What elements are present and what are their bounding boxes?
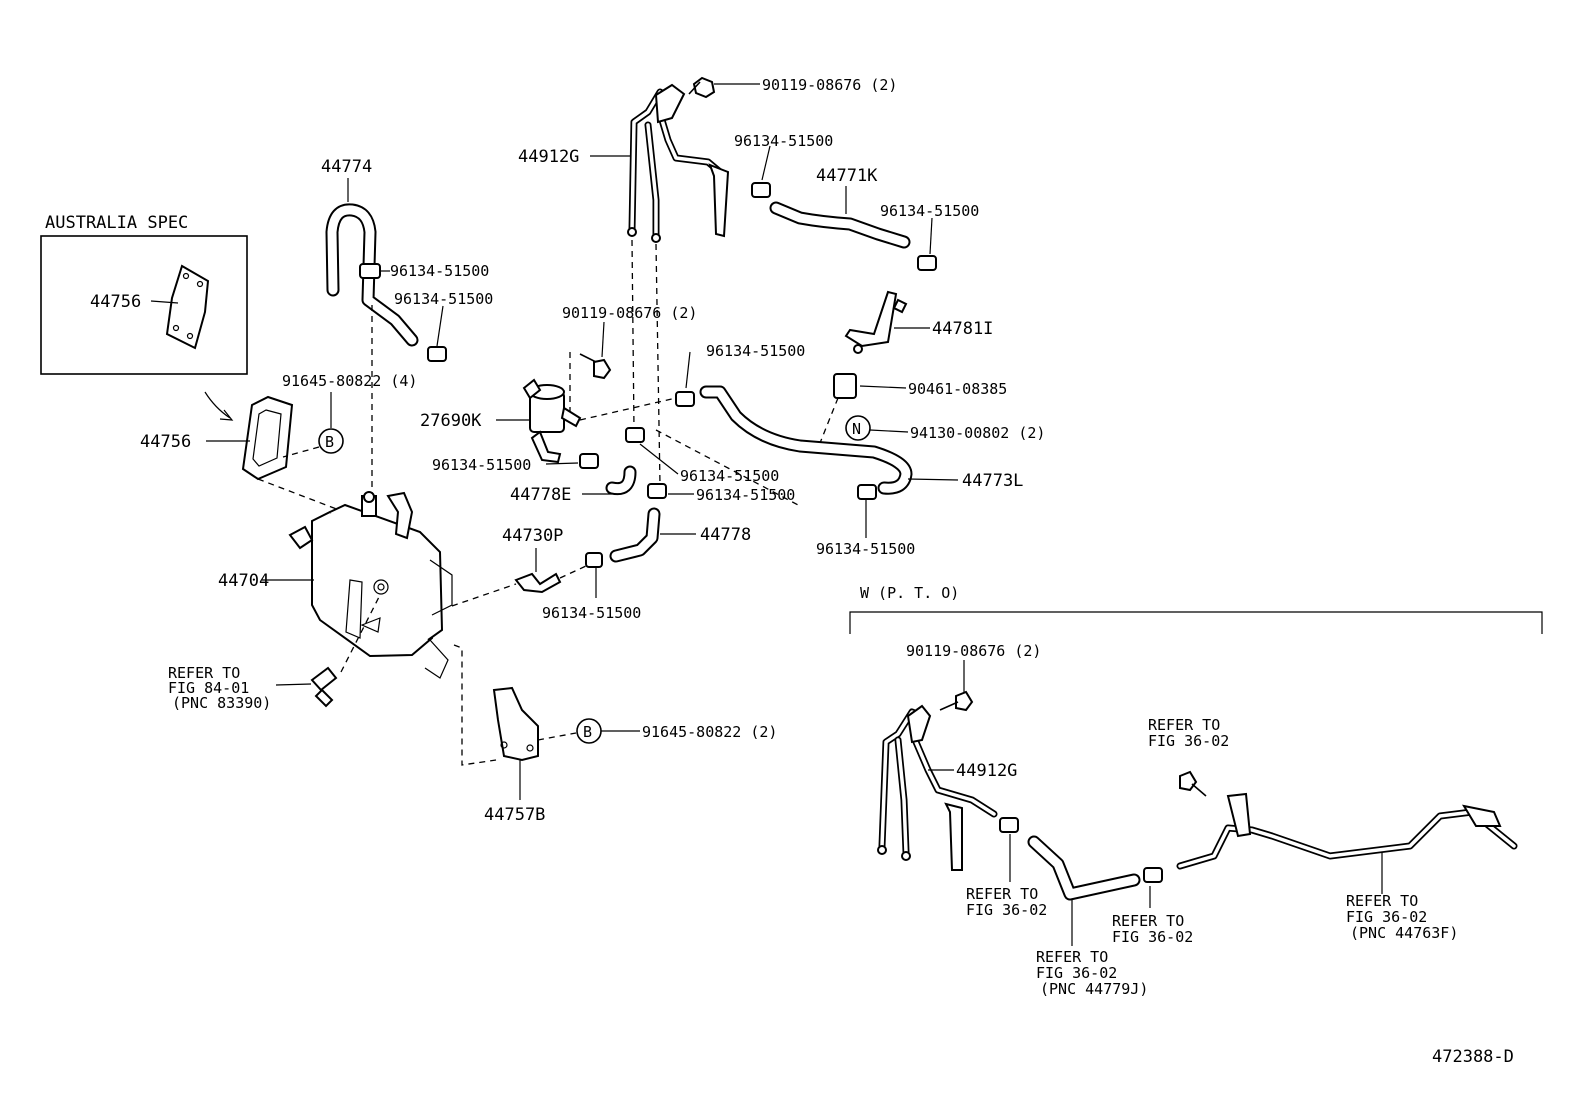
inset-title: AUSTRALIA SPEC [45, 213, 188, 233]
label-44774: 44774 [321, 157, 372, 177]
bolt-90119-top[interactable] [688, 76, 716, 99]
label-clamp-1: 96134-51500 [390, 262, 489, 280]
clamp-9[interactable] [647, 483, 667, 499]
reference-circle-n [845, 415, 871, 441]
bracket-44757b[interactable] [492, 686, 539, 762]
refer-r5-line1: REFER TO [1346, 892, 1418, 910]
label-44704: 44704 [218, 571, 269, 591]
label-27690k: 27690K [420, 411, 482, 431]
australia-spec-inset: AUSTRALIA SPEC 44756 [40, 213, 248, 375]
circle-n-letter: N [852, 420, 861, 438]
label-91645-80822-2: 91645-80822 (2) [642, 723, 777, 741]
gasket-44756[interactable] [241, 395, 294, 481]
clamp-6[interactable] [857, 484, 877, 500]
pto-section-bracket [849, 611, 1543, 634]
inset-arrow [204, 391, 231, 419]
refer-r4-line1: REFER TO [1036, 948, 1108, 966]
refer-r5-line2: FIG 36-02 [1346, 908, 1427, 926]
clamp-pto-2[interactable] [1143, 867, 1163, 883]
label-44778e: 44778E [510, 485, 571, 505]
hose-44778e[interactable] [605, 465, 637, 496]
connector-44730p[interactable] [514, 572, 562, 594]
label-bolt-top: 90119-08676 (2) [762, 76, 897, 94]
label-clamp-2: 96134-51500 [394, 290, 493, 308]
label-44912g-pto: 44912G [956, 761, 1017, 781]
clamp-1[interactable] [359, 263, 381, 279]
clamp-3[interactable] [751, 182, 771, 198]
label-clamp-5: 96134-51500 [706, 342, 805, 360]
vsv-27690k[interactable] [522, 378, 582, 464]
refer-fig84-line1: REFER TO [168, 664, 240, 682]
pipe-44763f[interactable] [1176, 792, 1518, 870]
pipe-44912g[interactable] [627, 83, 730, 243]
pipe-44912g-pto[interactable] [877, 704, 998, 871]
label-clamp-9: 96134-51500 [696, 486, 795, 504]
hose-44774[interactable] [325, 203, 419, 347]
refer-fig84-line2: FIG 84-01 [168, 679, 249, 697]
refer-r3-line1: REFER TO [1112, 912, 1184, 930]
refer-r4-line3: (PNC 44779J) [1040, 980, 1148, 998]
label-clamp-4: 96134-51500 [880, 202, 979, 220]
label-clamp-10: 96134-51500 [542, 604, 641, 622]
sensor-bolt-fig84[interactable] [310, 666, 338, 708]
hose-44773l[interactable] [699, 385, 913, 495]
refer-r1-line2: FIG 36-02 [966, 901, 1047, 919]
label-44730p: 44730P [502, 526, 563, 546]
pto-section-title: W (P. T. O) [860, 584, 959, 602]
label-clip-90461: 90461-08385 [908, 380, 1007, 398]
hose-44778[interactable] [609, 507, 661, 563]
figure-id: 472388-D [1432, 1047, 1514, 1067]
inset-frame [40, 235, 248, 375]
clamp-4[interactable] [917, 255, 937, 271]
hose-44771k[interactable] [769, 201, 911, 249]
pto-section: W (P. T. O) 90119-08676 (2) 44912G REFER… [849, 584, 1543, 998]
refer-r3-line2: FIG 36-02 [1112, 928, 1193, 946]
label-bolt-mid: 90119-08676 (2) [562, 304, 697, 322]
hose-pto-44779j[interactable] [1027, 835, 1141, 901]
reservoir-tank-44704[interactable] [288, 491, 453, 679]
label-clamp-8: 96134-51500 [680, 467, 779, 485]
label-clamp-6: 96134-51500 [816, 540, 915, 558]
label-44781i: 44781I [932, 319, 993, 339]
refer-fig84-line3: (PNC 83390) [172, 694, 271, 712]
label-44912g: 44912G [518, 147, 579, 167]
refer-r2-line2: FIG 36-02 [1148, 732, 1229, 750]
label-clamp-7: 96134-51500 [432, 456, 531, 474]
bracket-44781i[interactable] [844, 290, 908, 354]
reference-circle-b [318, 428, 344, 454]
label-bolt-pto: 90119-08676 (2) [906, 642, 1041, 660]
label-44773l: 44773L [962, 471, 1023, 491]
bolt-90119-mid[interactable] [579, 353, 612, 380]
label-44757b: 44757B [484, 805, 545, 825]
clamp-8[interactable] [625, 427, 645, 443]
label-nut-94130: 94130-00802 (2) [910, 424, 1045, 442]
label-44756-inset: 44756 [90, 292, 141, 312]
circle-b-letter: B [325, 433, 334, 451]
label-44771k: 44771K [816, 166, 878, 186]
clip-90461[interactable] [833, 373, 857, 399]
bolt-90119-pto[interactable] [939, 690, 974, 712]
refer-r5-line3: (PNC 44763F) [1350, 924, 1458, 942]
leader-44756-inset [150, 300, 179, 304]
clamp-7[interactable] [579, 453, 599, 469]
refer-r2-line1: REFER TO [1148, 716, 1220, 734]
label-clamp-3: 96134-51500 [734, 132, 833, 150]
label-44756: 44756 [140, 432, 191, 452]
clamp-2[interactable] [427, 346, 447, 362]
clamp-10[interactable] [585, 552, 603, 568]
bolt-refer-fig36[interactable] [1179, 770, 1207, 797]
circle-b2-letter: B [583, 723, 592, 741]
clamp-11[interactable] [999, 817, 1019, 833]
refer-r4-line2: FIG 36-02 [1036, 964, 1117, 982]
gasket-44756-inset[interactable] [165, 264, 210, 350]
clamp-5[interactable] [675, 391, 695, 407]
label-44778: 44778 [700, 525, 751, 545]
label-91645-80822-4: 91645-80822 (4) [282, 372, 417, 390]
refer-r1-line1: REFER TO [966, 885, 1038, 903]
